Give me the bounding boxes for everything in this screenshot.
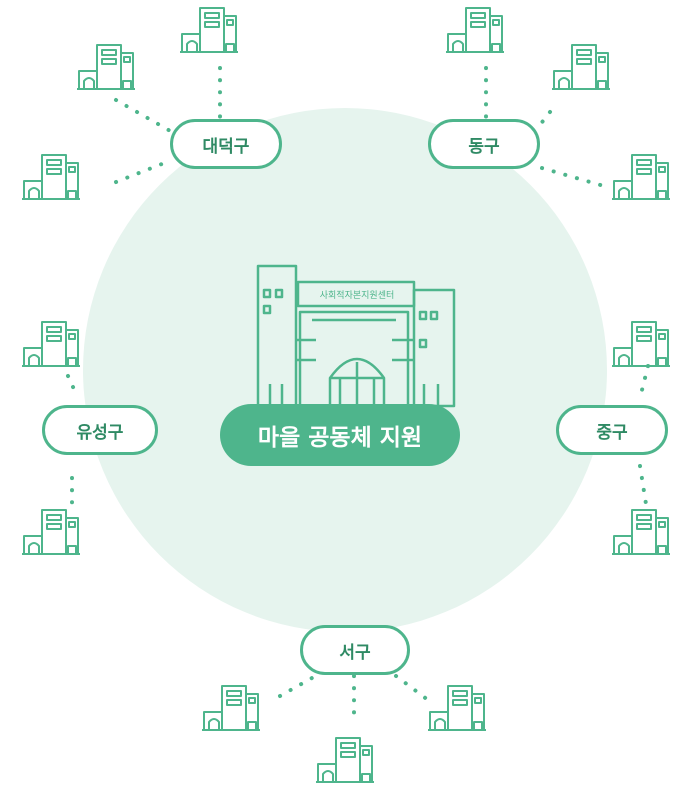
building-icon — [21, 509, 81, 555]
district-seo-pill: 서구 — [300, 625, 410, 675]
connector-seo-left — [278, 676, 314, 698]
building-icon — [21, 321, 81, 367]
connector-dong-right — [540, 166, 606, 188]
connector-lines — [66, 66, 650, 726]
building-icon — [427, 685, 487, 731]
building-icon — [611, 321, 671, 367]
connector-jung-bottom — [638, 464, 648, 506]
connector-daedeok-left — [114, 158, 174, 184]
district-yuseong-pill: 유성구 — [42, 405, 158, 455]
building-icon — [611, 509, 671, 555]
building-icon — [315, 737, 375, 783]
connector-yuseong-top — [66, 374, 80, 400]
building-icon — [611, 154, 671, 200]
district-daedeok-pill: 대덕구 — [170, 119, 282, 169]
connector-seo-right — [394, 674, 430, 702]
building-icon — [551, 44, 611, 90]
connector-jung-top — [638, 364, 650, 400]
building-icon — [21, 154, 81, 200]
center-title-badge: 마을 공동체 지원 — [220, 404, 460, 466]
district-jung-pill: 중구 — [556, 405, 668, 455]
connector-dong-mid — [534, 110, 552, 132]
connector-daedeok-mid — [114, 98, 174, 134]
building-icon — [445, 7, 505, 53]
center-sign-label: 사회적자본지원센터 — [319, 290, 395, 301]
district-dong-pill: 동구 — [428, 119, 540, 169]
building-icon — [179, 7, 239, 53]
background-circle — [83, 108, 607, 632]
building-icon — [76, 44, 136, 90]
building-icon — [201, 685, 261, 731]
